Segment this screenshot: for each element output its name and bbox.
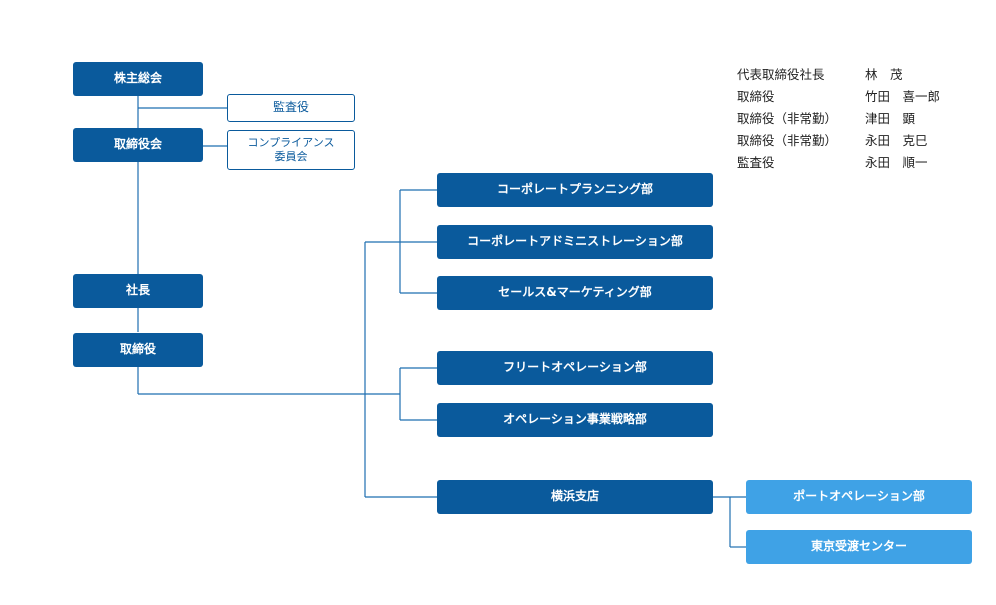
tokyo-reception-box: 東京受渡センター — [746, 530, 972, 564]
shareholders-meeting-box: 株主総会 — [73, 62, 203, 96]
officer-row: 監査役 永田 順一 — [737, 152, 940, 174]
officer-name: 永田 順一 — [865, 155, 928, 170]
director-box: 取締役 — [73, 333, 203, 367]
corporate-administration-box: コーポレートアドミニストレーション部 — [437, 225, 713, 259]
officers-list: 代表取締役社長 林 茂 取締役 竹田 喜一郎 取締役（非常勤） 津田 顕 取締役（非常… — [737, 64, 940, 174]
corporate-planning-box: コーポレートプランニング部 — [437, 173, 713, 207]
tokyo-reception-label: 東京受渡センター — [810, 539, 907, 554]
officer-title: 代表取締役社長 — [737, 67, 825, 82]
compliance-committee-label: コンプライアンス 委員会 — [247, 135, 335, 163]
board-of-directors-box: 取締役会 — [73, 128, 203, 162]
fleet-operations-label: フリートオペレーション部 — [503, 360, 647, 375]
corporate-planning-label: コーポレートプランニング部 — [496, 182, 653, 197]
yokohama-branch-label: 横浜支店 — [550, 489, 599, 504]
officer-row: 取締役 竹田 喜一郎 — [737, 86, 940, 108]
officer-title: 取締役 — [737, 89, 775, 104]
yokohama-branch-box: 横浜支店 — [437, 480, 713, 514]
compliance-committee-box: コンプライアンス 委員会 — [227, 130, 355, 170]
president-box: 社長 — [73, 274, 203, 308]
sales-marketing-box: セールス&マーケティング部 — [437, 276, 713, 310]
auditor-box: 監査役 — [227, 94, 355, 122]
operations-strategy-label: オペレーション事業戦略部 — [503, 412, 647, 427]
port-operations-box: ポートオペレーション部 — [746, 480, 972, 514]
officer-name: 津田 顕 — [865, 111, 916, 126]
officer-row: 取締役（非常勤） 津田 顕 — [737, 108, 940, 130]
auditor-label: 監査役 — [272, 100, 309, 115]
officer-title: 監査役 — [737, 155, 775, 170]
officer-row: 取締役（非常勤） 永田 克巳 — [737, 130, 940, 152]
board-of-directors-label: 取締役会 — [113, 137, 162, 152]
director-label: 取締役 — [119, 342, 156, 357]
officer-title: 取締役（非常勤） — [737, 133, 838, 148]
officer-row: 代表取締役社長 林 茂 — [737, 64, 940, 86]
officer-name: 永田 克巳 — [865, 133, 928, 148]
corporate-administration-label: コーポレートアドミニストレーション部 — [467, 234, 683, 249]
president-label: 社長 — [125, 283, 150, 298]
sales-marketing-label: セールス&マーケティング部 — [498, 285, 652, 300]
officer-name: 竹田 喜一郎 — [865, 89, 941, 104]
port-operations-label: ポートオペレーション部 — [793, 489, 925, 504]
officer-title: 取締役（非常勤） — [737, 111, 838, 126]
operations-strategy-box: オペレーション事業戦略部 — [437, 403, 713, 437]
fleet-operations-box: フリートオペレーション部 — [437, 351, 713, 385]
officer-name: 林 茂 — [865, 67, 903, 82]
shareholders-meeting-label: 株主総会 — [113, 71, 162, 86]
